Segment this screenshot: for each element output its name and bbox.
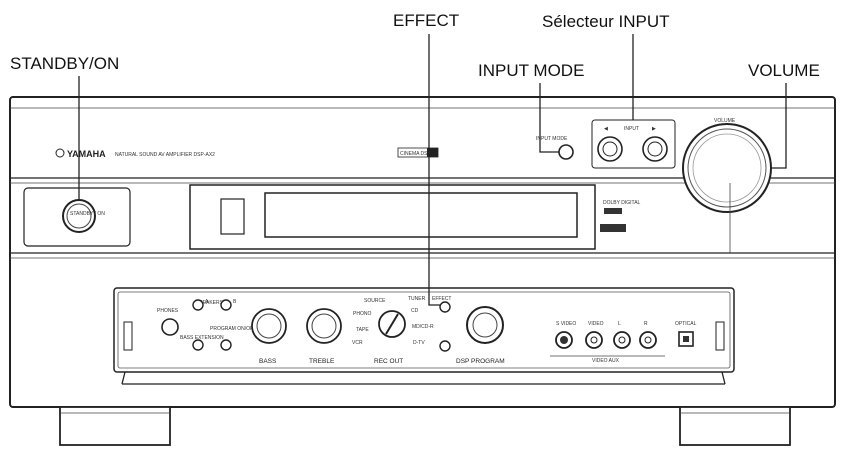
audio-r-jack[interactable] xyxy=(639,331,657,349)
leader-input-mode xyxy=(539,83,559,153)
audio-l-label: L xyxy=(618,321,621,327)
phones-jack[interactable] xyxy=(161,318,179,336)
input-selector-left-button[interactable] xyxy=(597,136,623,162)
rec-source-5: MD/CD-R xyxy=(412,324,434,330)
dts-logo-text: DTS xyxy=(604,226,615,232)
dts-logo-icon xyxy=(600,224,626,232)
speakers-b-button[interactable] xyxy=(220,299,232,311)
rec-source-0: SOURCE xyxy=(364,298,386,304)
callout-volume: VOLUME xyxy=(748,61,820,80)
s-video-label: S VIDEO xyxy=(556,321,576,327)
rec-source-4: TAPE xyxy=(356,327,369,333)
speakers-a-label: A xyxy=(205,299,209,305)
input-mode-button[interactable] xyxy=(558,144,574,160)
treble-label: TREBLE xyxy=(309,358,335,365)
input-left-arrow-icon: ◀ xyxy=(604,126,608,132)
optical-label: OPTICAL xyxy=(675,321,697,327)
s-video-jack-center xyxy=(560,336,568,344)
audio-l-jack-center xyxy=(618,336,626,344)
program-on-off-label: PROGRAM ON/OFF xyxy=(210,326,256,332)
fluorescent-display xyxy=(264,192,578,238)
effect-panel-label: EFFECT xyxy=(432,296,451,302)
audio-r-label: R xyxy=(644,321,648,327)
model-line: NATURAL SOUND AV AMPLIFIER DSP-AX2 xyxy=(115,152,215,158)
video-aux-label: VIDEO AUX xyxy=(592,358,620,364)
bass-extension-button[interactable] xyxy=(192,339,204,351)
rec-out-label: REC OUT xyxy=(374,358,403,365)
audio-l-jack[interactable] xyxy=(613,331,631,349)
volume-label: VOLUME xyxy=(714,118,736,124)
optical-jack-center xyxy=(683,336,689,342)
speakers-b-label: B xyxy=(233,299,237,305)
callout-standby-on: STANDBY/ON xyxy=(10,54,119,73)
program-on-off-button[interactable] xyxy=(220,339,232,351)
door-hinge-right xyxy=(715,321,725,351)
standby-on-button-ring xyxy=(66,203,92,229)
callout-effect: EFFECT xyxy=(393,11,459,30)
bass-knob-inner xyxy=(256,313,282,339)
input-selector-right-ring xyxy=(647,141,663,157)
input-right-arrow-icon: ▶ xyxy=(652,126,656,132)
yamaha-logo-icon xyxy=(55,148,65,158)
display-bezel xyxy=(189,184,596,250)
rec-source-2: PHONO xyxy=(353,311,371,317)
speakers-a-button[interactable] xyxy=(192,299,204,311)
phones-label: PHONES xyxy=(157,308,179,314)
cinema-dsp-mark xyxy=(427,148,438,157)
standby-panel xyxy=(23,187,131,247)
leader-effect xyxy=(428,34,440,306)
video-jack[interactable] xyxy=(585,331,603,349)
volume-knob[interactable] xyxy=(682,123,772,213)
cinema-dsp-text: CINEMA DSP xyxy=(400,151,432,157)
subpanel-inner xyxy=(117,291,731,369)
rec-source-1: TUNER xyxy=(408,296,426,302)
callout-input-mode: INPUT MODE xyxy=(478,61,584,80)
dolby-digital-logo: DOLBY DIGITAL xyxy=(603,200,641,206)
treble-knob-inner xyxy=(311,313,337,339)
door-edge-left xyxy=(121,371,126,385)
dsp-program-knob[interactable] xyxy=(466,306,504,344)
rec-source-3: CD xyxy=(411,308,419,314)
speakers-label: SPEAKERS xyxy=(196,300,224,306)
leader-volume xyxy=(771,83,787,169)
volume-knob-inner xyxy=(692,133,762,203)
input-selector-left-ring xyxy=(602,141,618,157)
audio-r-jack-center xyxy=(644,336,652,344)
display-indicator-box xyxy=(220,198,245,235)
dsp-program-label: DSP PROGRAM xyxy=(456,358,505,365)
brand-name: YAMAHA xyxy=(67,149,106,159)
video-jack-center xyxy=(590,336,598,344)
callout-input-selector: Sélecteur INPUT xyxy=(542,12,670,31)
effect-button[interactable] xyxy=(439,301,451,313)
dolby-logo-mark xyxy=(604,208,622,214)
standby-on-label: STANDBY / ON xyxy=(70,211,105,217)
rec-source-6: VCR xyxy=(352,340,363,346)
door-edge-right xyxy=(721,371,726,385)
rec-out-pointer xyxy=(385,313,399,335)
volume-knob-ring xyxy=(687,128,767,208)
input-selector-right-button[interactable] xyxy=(642,136,668,162)
door-hinge-left xyxy=(123,321,133,351)
six-ch-input-button[interactable] xyxy=(439,340,451,352)
bass-extension-label: BASS EXTENSION xyxy=(180,335,224,341)
bass-label: BASS xyxy=(259,358,277,365)
dsp-program-knob-inner xyxy=(472,312,498,338)
input-mode-label: INPUT MODE xyxy=(536,136,568,142)
input-selector-label: INPUT xyxy=(624,126,639,132)
rec-source-7: D-TV xyxy=(413,340,425,346)
video-label: VIDEO xyxy=(588,321,604,327)
